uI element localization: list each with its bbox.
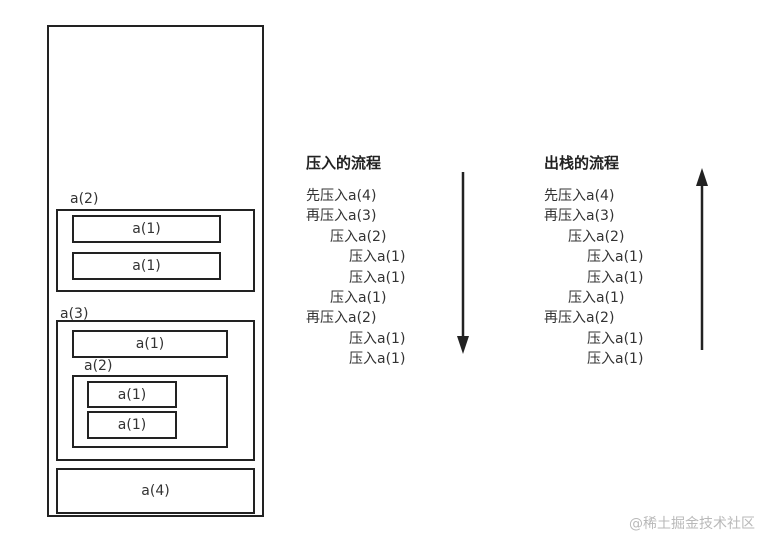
stack-cell-a4: a(4) <box>56 468 255 514</box>
stack-cell-a1: a(1) <box>72 330 228 358</box>
push-step: 再压入a(2) <box>306 310 377 327</box>
pop-up-arrow-icon <box>696 168 708 350</box>
pop-step: 压入a(1) <box>587 249 644 266</box>
push-step: 再压入a(3) <box>306 208 377 225</box>
pop-step: 压入a(1) <box>587 351 644 368</box>
push-step: 压入a(1) <box>349 249 406 266</box>
push-flow-title: 压入的流程 <box>306 154 382 172</box>
stack-cell-a1: a(1) <box>72 215 221 243</box>
push-step: 压入a(1) <box>349 351 406 368</box>
pop-step: 先压入a(4) <box>544 188 615 204</box>
group-label-a2-inner: a(2) <box>84 358 113 374</box>
push-step: 压入a(1) <box>349 269 406 286</box>
push-step: 先压入a(4) <box>306 188 377 204</box>
push-step: 压入a(2) <box>330 228 387 245</box>
group-label-a3: a(3) <box>60 306 89 322</box>
pop-step: 压入a(1) <box>587 269 644 286</box>
pop-step: 再压入a(2) <box>544 310 615 327</box>
pop-flow-title: 出栈的流程 <box>544 154 620 172</box>
pop-step: 压入a(1) <box>587 330 644 347</box>
stack-cell-a1: a(1) <box>87 381 177 408</box>
stack-cell-a1: a(1) <box>87 411 177 439</box>
pop-step: 压入a(2) <box>568 228 625 245</box>
pop-step: 再压入a(3) <box>544 208 615 225</box>
push-step: 压入a(1) <box>330 289 387 306</box>
push-flow-steps: 先压入a(4) 再压入a(3) 压入a(2) 压入a(1) 压入a(1) 压入a… <box>306 186 405 370</box>
pop-flow-steps: 先压入a(4) 再压入a(3) 压入a(2) 压入a(1) 压入a(1) 压入a… <box>544 186 643 370</box>
pop-step: 压入a(1) <box>568 289 625 306</box>
push-down-arrow-icon <box>457 172 469 354</box>
watermark: @稀土掘金技术社区 <box>629 516 755 532</box>
stack-cell-a1: a(1) <box>72 252 221 280</box>
group-label-a2-top: a(2) <box>70 191 99 207</box>
push-step: 压入a(1) <box>349 330 406 347</box>
